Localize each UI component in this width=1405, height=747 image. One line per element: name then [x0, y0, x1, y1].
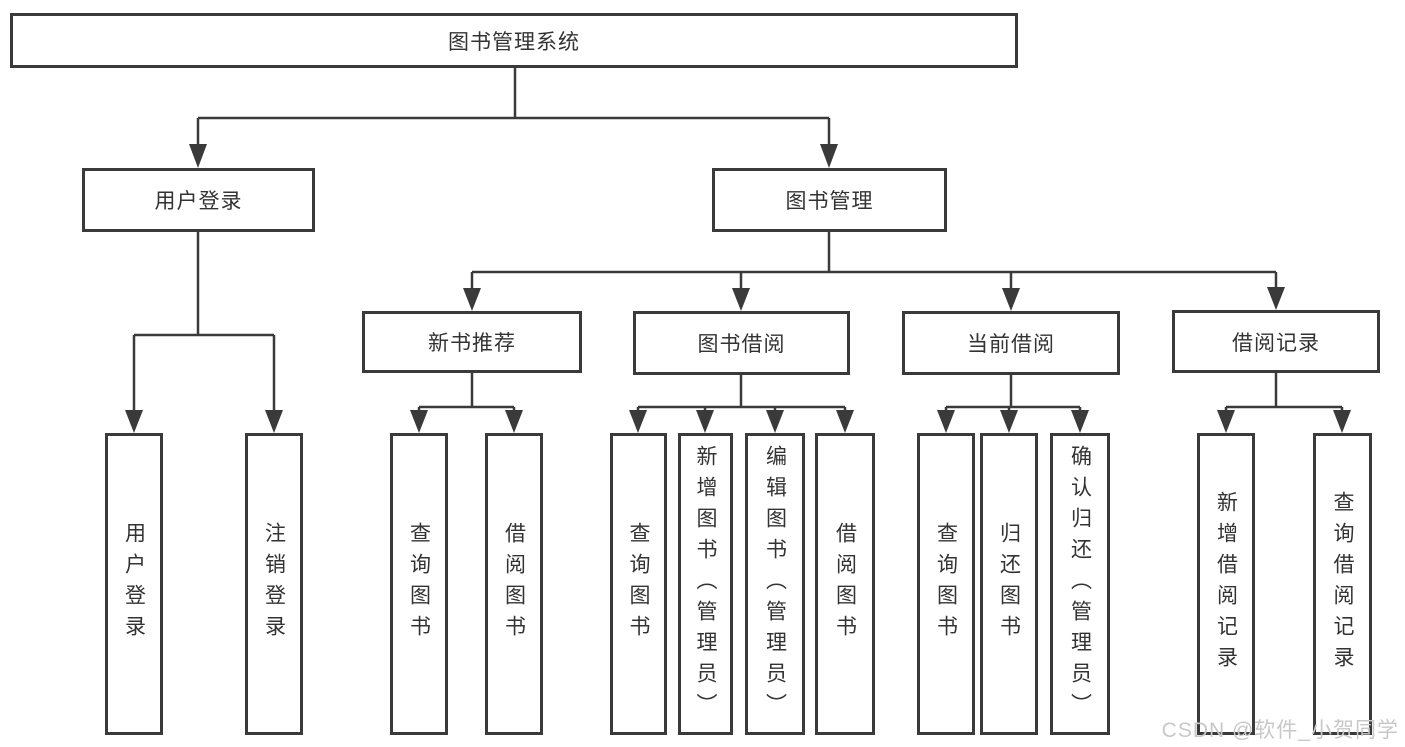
node-label: 编辑图书（管理员）	[763, 444, 787, 724]
node-label: 查询借阅记录	[1331, 491, 1354, 677]
node-label: 图书借阅	[697, 333, 786, 356]
root-node-library-system: 图书管理系统	[10, 13, 1018, 68]
node-new-book-recommend: 新书推荐	[362, 311, 582, 373]
node-label: 借阅图书	[502, 522, 526, 646]
node-label: 图书管理系统	[448, 30, 580, 54]
leaf-borrow-books: 借阅图书	[815, 433, 875, 735]
leaf-confirm-return-admin: 确认归还（管理员）	[1050, 433, 1110, 735]
node-label: 借阅记录	[1232, 331, 1320, 355]
leaf-user-login: 用户登录	[105, 433, 163, 735]
leaf-borrow-books-rec: 借阅图书	[485, 433, 543, 735]
node-current-borrow: 当前借阅	[902, 311, 1120, 375]
leaf-query-borrow-record: 查询借阅记录	[1313, 433, 1372, 735]
leaf-query-books-current: 查询图书	[917, 433, 975, 735]
csdn-watermark: CSDN @软件_小贺同学	[1161, 719, 1399, 742]
node-label: 归还图书	[997, 522, 1021, 646]
node-label: 新增借阅记录	[1214, 491, 1238, 677]
arrowhead-icons	[125, 144, 1351, 433]
node-borrow-record: 借阅记录	[1172, 310, 1380, 373]
node-label: 查询图书	[627, 522, 650, 646]
node-label: 确认归还（管理员）	[1068, 444, 1092, 724]
node-label: 注销登录	[262, 522, 286, 646]
leaf-add-borrow-record: 新增借阅记录	[1197, 433, 1255, 735]
node-label: 查询图书	[934, 522, 958, 646]
node-label: 新增图书（管理员）	[694, 444, 717, 724]
node-label: 用户登录	[154, 190, 243, 213]
node-book-management: 图书管理	[712, 168, 947, 232]
node-label: 查询图书	[407, 522, 431, 646]
leaf-add-books-admin: 新增图书（管理员）	[678, 433, 733, 735]
leaf-logout: 注销登录	[245, 433, 303, 735]
node-label: 新书推荐	[428, 332, 516, 355]
node-book-borrow: 图书借阅	[633, 311, 850, 375]
node-label: 图书管理	[785, 190, 874, 213]
node-label: 借阅图书	[833, 522, 857, 646]
leaf-edit-books-admin: 编辑图书（管理员）	[745, 433, 805, 735]
leaf-return-books: 归还图书	[980, 433, 1038, 735]
leaf-query-books-rec: 查询图书	[390, 433, 448, 735]
leaf-query-books-borrow: 查询图书	[610, 433, 667, 735]
node-user-login: 用户登录	[82, 168, 315, 232]
node-label: 当前借阅	[967, 333, 1055, 356]
node-label: 用户登录	[122, 522, 146, 646]
